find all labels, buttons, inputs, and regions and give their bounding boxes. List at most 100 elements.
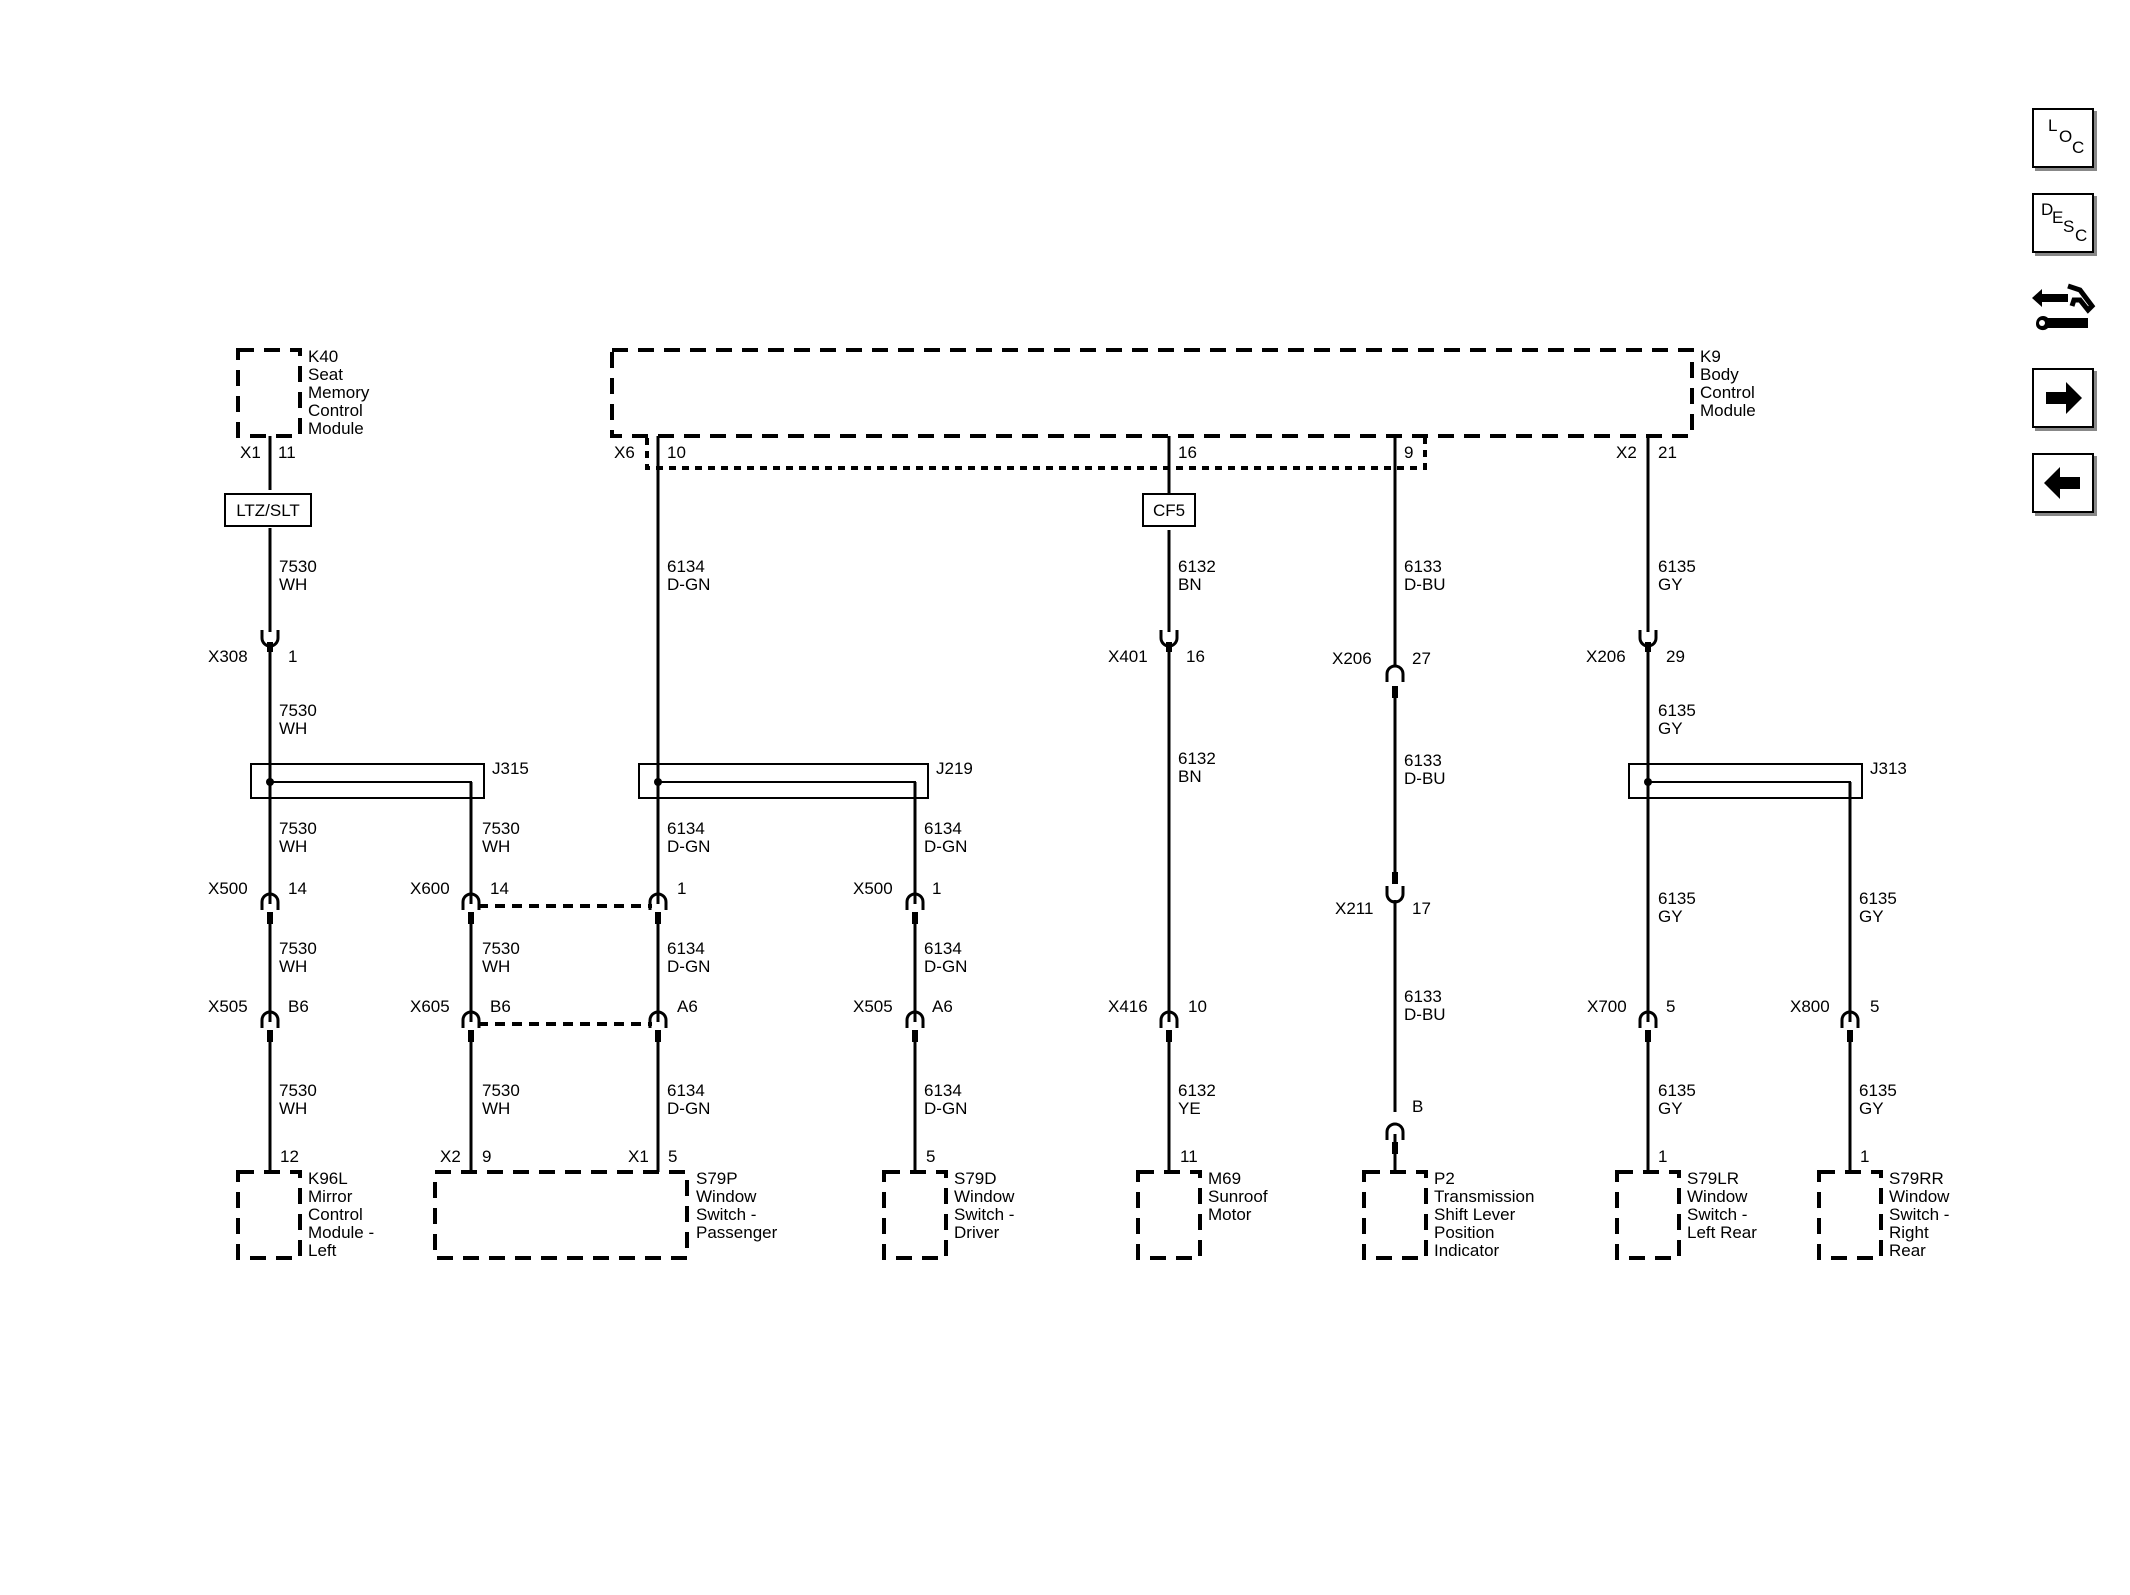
x605-name: X605 bbox=[410, 997, 450, 1016]
x206b-pin: 29 bbox=[1666, 647, 1685, 666]
wl26-circuit: 6135 bbox=[1859, 889, 1897, 908]
wl18-circuit: 6132 bbox=[1178, 1081, 1216, 1100]
x800-pin: 5 bbox=[1870, 997, 1879, 1016]
s79p-line-3: Switch - bbox=[696, 1205, 756, 1224]
wl12-color: D-GN bbox=[667, 1099, 710, 1118]
wl17-circuit: 6132 bbox=[1178, 749, 1216, 768]
k40-line-4: Control bbox=[308, 401, 363, 420]
back-button[interactable] bbox=[2032, 453, 2094, 513]
k40-pin-label: 11 bbox=[278, 443, 296, 462]
wl7-circuit: 7530 bbox=[482, 939, 520, 958]
x416-pin: 10 bbox=[1188, 997, 1207, 1016]
s79d-line-1: S79D bbox=[954, 1169, 997, 1188]
k9-pin10-label: 10 bbox=[667, 443, 686, 462]
k40-label: K40 Seat Memory Control Module bbox=[308, 347, 370, 438]
wl25-circuit: 6135 bbox=[1658, 1081, 1696, 1100]
desc-button[interactable]: D E S C bbox=[2032, 193, 2094, 253]
loc-letter-l: L bbox=[2048, 116, 2058, 135]
x600-connector bbox=[461, 892, 481, 924]
wl15-color: D-GN bbox=[924, 1099, 967, 1118]
s79lr-line-1: S79LR bbox=[1687, 1169, 1739, 1188]
s79rr-label: S79RR Window Switch - Right Rear bbox=[1889, 1169, 1950, 1260]
x600b-connector bbox=[648, 892, 668, 924]
x700-connector bbox=[1638, 1010, 1658, 1042]
p2-line-2: Transmission bbox=[1434, 1187, 1534, 1206]
ltz-slt-tag bbox=[224, 493, 312, 527]
p2-connector bbox=[1385, 1122, 1405, 1154]
wl4-circuit: 7530 bbox=[279, 939, 317, 958]
x6-shield bbox=[645, 438, 1427, 470]
s79lr-line-4: Left Rear bbox=[1687, 1223, 1757, 1242]
p2-box bbox=[1362, 1170, 1428, 1260]
s79p-line-2: Window bbox=[696, 1187, 757, 1206]
wl14-circuit: 6134 bbox=[924, 939, 962, 958]
desc-letters: D E S C bbox=[2034, 195, 2092, 251]
k9-pin21-label: 21 bbox=[1658, 443, 1677, 462]
wl22-circuit: 6135 bbox=[1658, 557, 1696, 576]
k9-x6-label: X6 bbox=[614, 443, 635, 462]
k9-x2-label: X2 bbox=[1616, 443, 1637, 462]
wl5-color: WH bbox=[279, 1099, 307, 1118]
cf5-tag bbox=[1142, 493, 1196, 527]
k9-line-4: Module bbox=[1700, 401, 1756, 420]
k40-line-2: Seat bbox=[308, 365, 343, 384]
k9-line-3: Control bbox=[1700, 383, 1755, 402]
x308-name: X308 bbox=[208, 647, 248, 666]
wl16-circuit: 6132 bbox=[1178, 557, 1216, 576]
diagnostic-button[interactable] bbox=[2028, 276, 2100, 344]
k96l-pin: 12 bbox=[280, 1147, 299, 1166]
wl14-color: D-GN bbox=[924, 957, 967, 976]
wl24-circuit: 6135 bbox=[1658, 889, 1696, 908]
desc-letter-c: C bbox=[2075, 226, 2088, 245]
forward-button[interactable] bbox=[2032, 368, 2094, 428]
wl22-color: GY bbox=[1658, 575, 1683, 594]
x600-pin: 14 bbox=[490, 879, 509, 898]
x505a-name: X505 bbox=[208, 997, 248, 1016]
m69-line-2: Sunroof bbox=[1208, 1187, 1268, 1206]
wl7-color: WH bbox=[482, 957, 510, 976]
s79lr-pin: 1 bbox=[1658, 1147, 1667, 1166]
wl8-circuit: 7530 bbox=[482, 1081, 520, 1100]
x308-pin: 1 bbox=[288, 647, 297, 666]
wl2-circuit: 7530 bbox=[279, 701, 317, 720]
k9-box bbox=[610, 348, 1694, 438]
s79p-x1: X1 bbox=[628, 1147, 649, 1166]
s79lr-line-3: Switch - bbox=[1687, 1205, 1747, 1224]
j219-label: J219 bbox=[936, 759, 973, 778]
desc-letter-d: D bbox=[2041, 200, 2054, 219]
x308-connector bbox=[260, 630, 280, 652]
desc-letter-s: S bbox=[2063, 217, 2075, 236]
k40-line-1: K40 bbox=[308, 347, 338, 366]
wl4-color: WH bbox=[279, 957, 307, 976]
wl16-color: BN bbox=[1178, 575, 1202, 594]
loc-button[interactable]: L O C bbox=[2032, 108, 2094, 168]
k96l-box bbox=[236, 1170, 302, 1260]
wl15-circuit: 6134 bbox=[924, 1081, 962, 1100]
x605-connector bbox=[461, 1010, 481, 1042]
x505b-pin: A6 bbox=[932, 997, 953, 1016]
x600b-pin: 1 bbox=[677, 879, 686, 898]
s79lr-box bbox=[1615, 1170, 1681, 1260]
s79rr-line-3: Switch - bbox=[1889, 1205, 1949, 1224]
x500b-name: X500 bbox=[853, 879, 893, 898]
s79p-x2: X2 bbox=[440, 1147, 461, 1166]
k9-pin16-label: 16 bbox=[1178, 443, 1197, 462]
j313-label: J313 bbox=[1870, 759, 1907, 778]
s79d-line-2: Window bbox=[954, 1187, 1015, 1206]
j315-bar bbox=[270, 781, 472, 796]
x500a-name: X500 bbox=[208, 879, 248, 898]
diagnostic-icon bbox=[2032, 283, 2096, 331]
x401-connector bbox=[1159, 630, 1179, 652]
s79d-line-4: Driver bbox=[954, 1223, 1000, 1242]
desc-letter-e: E bbox=[2052, 208, 2064, 227]
wl19-circuit: 6133 bbox=[1404, 557, 1442, 576]
s79p-line-4: Passenger bbox=[696, 1223, 778, 1242]
k9-label: K9 Body Control Module bbox=[1700, 347, 1756, 420]
s79p-line-1: S79P bbox=[696, 1169, 738, 1188]
loc-letters: L O C bbox=[2034, 110, 2092, 166]
wl21-circuit: 6133 bbox=[1404, 987, 1442, 1006]
m69-label: M69 Sunroof Motor bbox=[1208, 1169, 1268, 1224]
loc-letter-c: C bbox=[2072, 138, 2085, 157]
loc-letter-o: O bbox=[2059, 127, 2073, 146]
